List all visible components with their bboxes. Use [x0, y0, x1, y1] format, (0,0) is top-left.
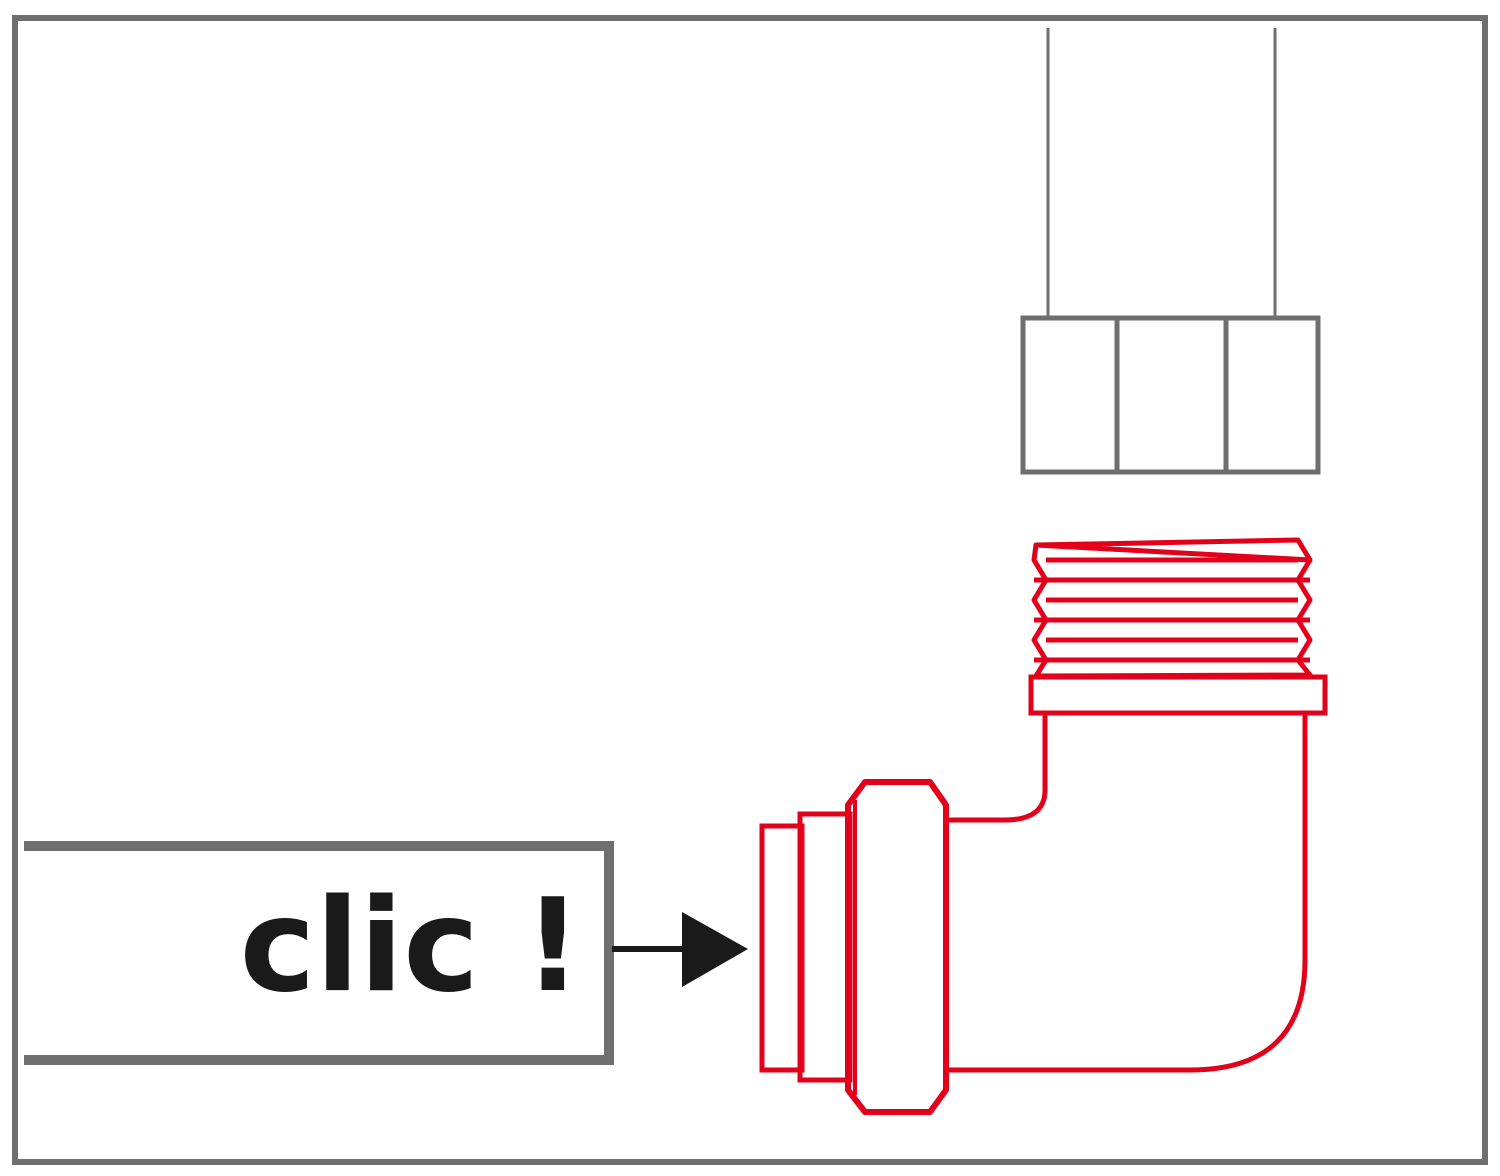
- push-fit-ring-inner: [759, 823, 805, 1073]
- outer-frame: [12, 15, 1488, 1165]
- elbow-body: [945, 713, 1308, 1073]
- threaded-nipple: [1031, 537, 1313, 679]
- push-fit-ring-outer: [797, 811, 853, 1083]
- clic-label: clic !: [240, 872, 582, 1021]
- elbow-hex-collar: [845, 779, 949, 1115]
- tube: [24, 841, 614, 1065]
- fitting-collar: [1028, 674, 1328, 716]
- arrow-right-icon: [612, 912, 748, 987]
- hex-nut: [1020, 315, 1321, 475]
